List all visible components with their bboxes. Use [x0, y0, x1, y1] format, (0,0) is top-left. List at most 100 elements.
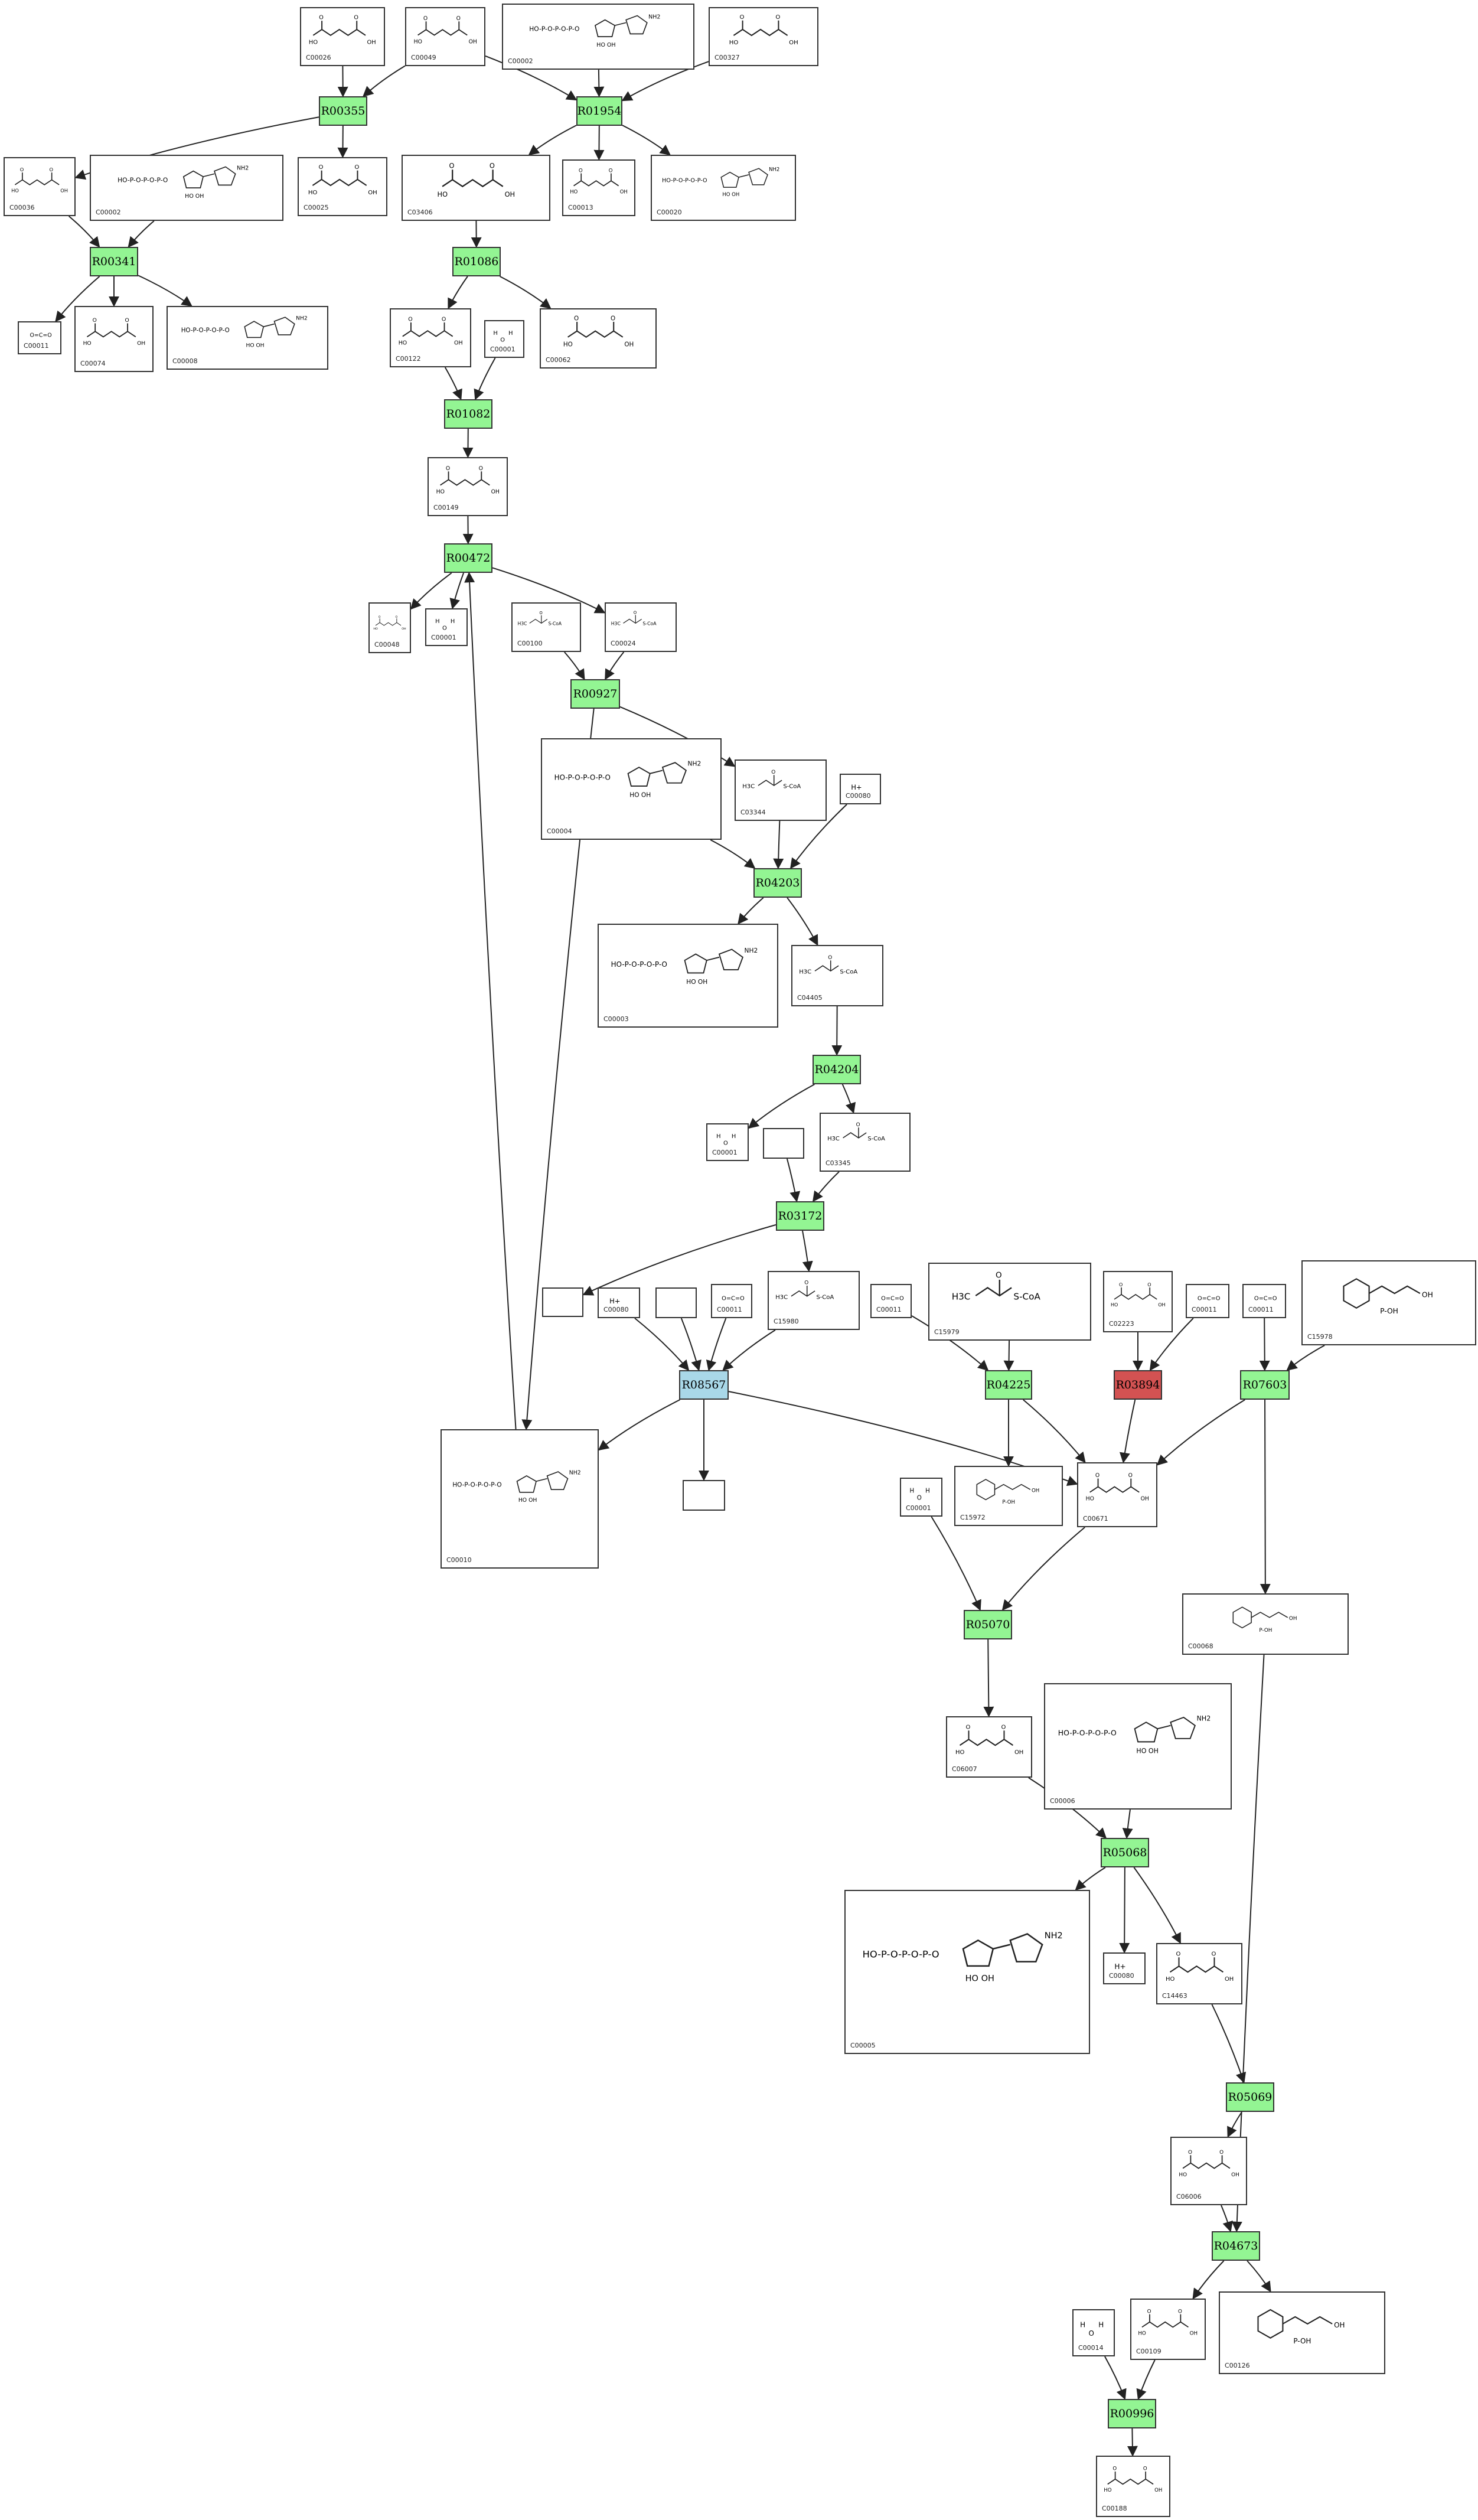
reaction-R03172[interactable]: R03172: [776, 1201, 824, 1231]
svg-text:O: O: [1089, 2329, 1094, 2338]
reaction-label: R07603: [1242, 1378, 1287, 1391]
reaction-R04225[interactable]: R04225: [985, 1370, 1032, 1400]
reaction-R01086[interactable]: R01086: [452, 247, 501, 276]
compound-blank4[interactable]: [683, 1480, 725, 1511]
reaction-R00927[interactable]: R00927: [570, 679, 620, 709]
reaction-R07603[interactable]: R07603: [1240, 1370, 1290, 1400]
reaction-R04673[interactable]: R04673: [1212, 2231, 1260, 2261]
compound-blank3[interactable]: [655, 1287, 697, 1318]
compound-structure: O=C=O: [21, 325, 58, 345]
compound-C00080c[interactable]: H+C00080: [1103, 1952, 1146, 1984]
svg-text:NH2: NH2: [569, 1469, 581, 1476]
compound-label: C00049: [411, 54, 436, 61]
svg-text:NH2: NH2: [649, 14, 661, 20]
svg-text:O: O: [634, 611, 637, 615]
compound-blank1[interactable]: [763, 1128, 804, 1159]
compound-blank2[interactable]: [542, 1287, 583, 1317]
svg-text:OH: OH: [402, 627, 406, 631]
compound-label: C00011: [1192, 1306, 1217, 1313]
reaction-R04203[interactable]: R04203: [753, 868, 802, 898]
compound-C00080a[interactable]: H+C00080: [840, 774, 881, 804]
compound-C00080b[interactable]: H+C00080: [598, 1287, 640, 1318]
reaction-R05068[interactable]: R05068: [1101, 1838, 1149, 1867]
reaction-R05070[interactable]: R05070: [964, 1610, 1012, 1639]
reaction-R01082[interactable]: R01082: [444, 399, 492, 429]
reaction-R00341[interactable]: R00341: [90, 247, 138, 276]
svg-text:OH: OH: [1032, 1488, 1039, 1494]
svg-text:H: H: [716, 1133, 720, 1140]
svg-text:OH: OH: [620, 189, 628, 195]
compound-label: C00080: [603, 1306, 629, 1313]
reaction-R00996[interactable]: R00996: [1108, 2399, 1156, 2428]
reaction-R00472[interactable]: R00472: [444, 543, 492, 573]
reaction-R08567[interactable]: R08567: [679, 1370, 729, 1400]
reaction-R00355[interactable]: R00355: [319, 96, 367, 126]
svg-text:HO: HO: [563, 341, 572, 348]
reaction-R05069[interactable]: R05069: [1226, 2082, 1274, 2112]
reaction-R03894[interactable]: R03894: [1114, 1370, 1162, 1400]
svg-text:O: O: [1176, 1951, 1180, 1958]
svg-text:NH2: NH2: [769, 167, 779, 172]
svg-text:HO-P-O-P-O-P-O: HO-P-O-P-O-P-O: [611, 960, 667, 969]
reaction-label: R04225: [986, 1378, 1031, 1391]
svg-text:O: O: [917, 1495, 922, 1502]
reaction-R01954[interactable]: R01954: [576, 96, 622, 126]
reaction-R04204[interactable]: R04204: [813, 1055, 861, 1084]
compound-label: C00024: [611, 640, 636, 647]
edge-R08567-to-C00010: [598, 1399, 681, 1451]
